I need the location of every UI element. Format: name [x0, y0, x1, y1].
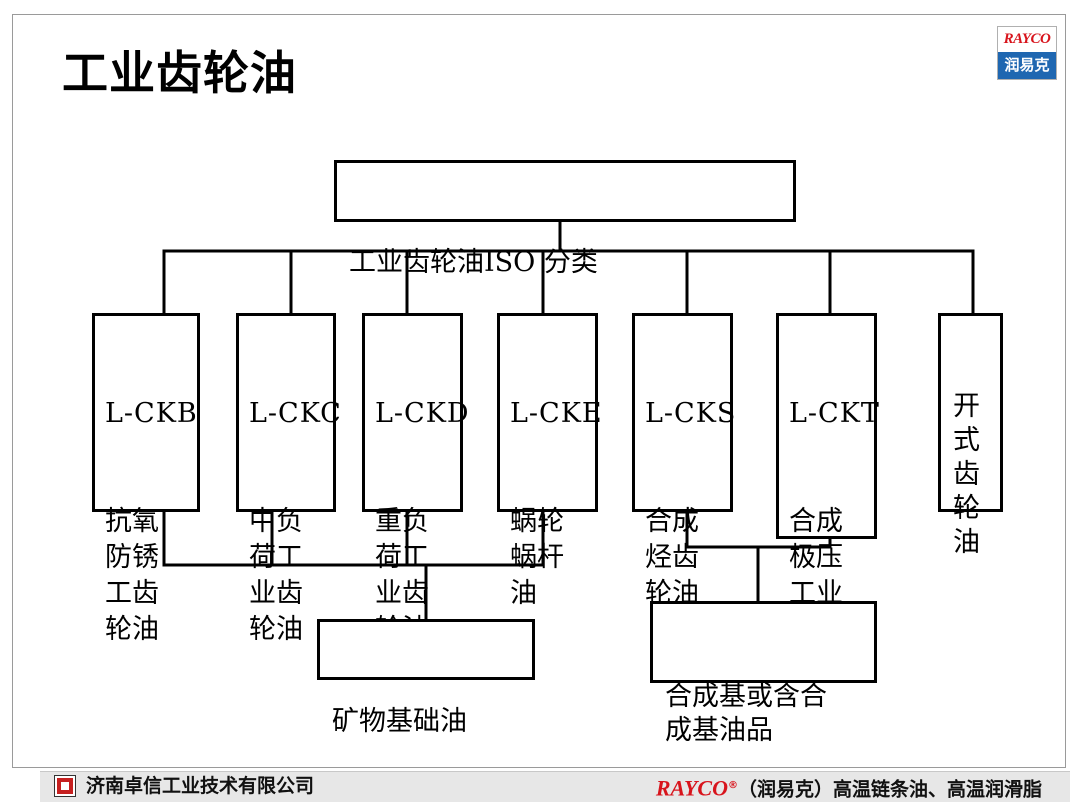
category-box-ckd: L-CKD 重负 荷工 业齿 轮油 — [362, 313, 470, 645]
page-title: 工业齿轮油 — [62, 46, 297, 100]
category-code: L-CKT — [789, 398, 880, 429]
footer-brand: RAYCO — [655, 775, 728, 801]
base-oil-label: 矿物基础油 — [332, 706, 467, 737]
category-code: L-CKC — [249, 398, 342, 429]
footer-bar — [40, 771, 1070, 802]
category-box-open-gear: 开 式 齿 轮 油 — [938, 313, 1003, 558]
logo-brand: RAYCO — [1003, 31, 1051, 47]
slide-frame — [12, 14, 1066, 768]
company-logo-icon — [54, 775, 76, 797]
category-box-ckc: L-CKC 中负 荷工 业齿 轮油 — [236, 313, 342, 645]
category-code: L-CKD — [375, 398, 470, 429]
category-name: 开 式 齿 轮 油 — [953, 391, 980, 558]
category-box-ckb: L-CKB 抗氧 防锈 工齿 轮油 — [92, 313, 200, 645]
logo-chinese-name: 润易克 — [998, 52, 1056, 79]
category-name: 中负 荷工 业齿 轮油 — [249, 506, 303, 645]
category-box-cke: L-CKE 蜗轮 蜗杆 油 — [497, 313, 603, 609]
category-code: L-CKS — [645, 398, 737, 429]
root-label: 工业齿轮油ISO 分类 — [349, 247, 598, 278]
category-name: 蜗轮 蜗杆 油 — [510, 506, 564, 609]
footer-tagline-text: （润易克）高温链条油、高温润滑脂 — [737, 778, 1042, 801]
category-box-ckt: L-CKT 合成 极压 工业 齿轮 油 — [776, 313, 880, 681]
mineral-base-oil-box: 矿物基础油 — [317, 619, 535, 737]
rayco-logo: RAYCO 润易克 — [997, 26, 1057, 80]
registered-mark: ® — [727, 780, 738, 791]
synthetic-base-oil-box: 合成基或含合 成基油品 — [650, 601, 877, 746]
category-box-cks: L-CKS 合成 烃齿 轮油 — [632, 313, 737, 609]
category-code: L-CKB — [105, 398, 198, 429]
footer-tagline: RAYCO®（润易克）高温链条油、高温润滑脂 — [656, 774, 1042, 801]
root-box: 工业齿轮油ISO 分类 — [334, 160, 796, 278]
category-name: 合成 烃齿 轮油 — [645, 506, 699, 609]
category-name: 抗氧 防锈 工齿 轮油 — [105, 506, 159, 645]
category-code: L-CKE — [510, 398, 603, 429]
footer-company: 济南卓信工业技术有限公司 — [86, 775, 315, 797]
base-oil-label: 合成基或含合 成基油品 — [665, 681, 827, 746]
